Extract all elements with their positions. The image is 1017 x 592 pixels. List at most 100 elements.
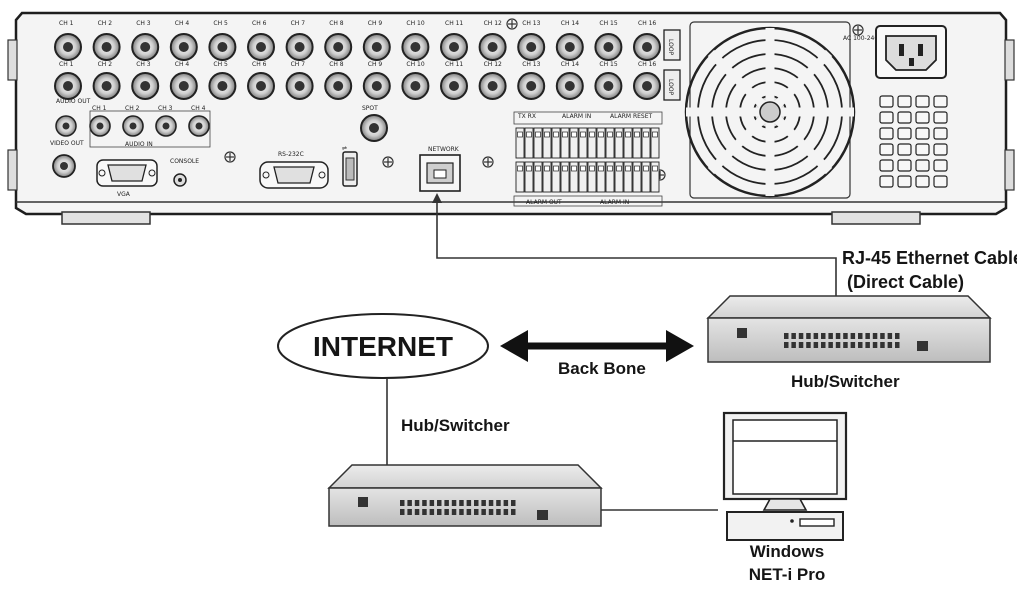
hub-port	[414, 500, 420, 506]
bnc-jack[interactable]	[440, 72, 468, 100]
terminal-screw	[616, 165, 622, 172]
bnc-jack[interactable]	[169, 72, 198, 100]
terminal-slot	[542, 161, 552, 193]
channel-label-bottom: CH 3	[136, 61, 151, 68]
hub-port	[865, 342, 870, 348]
hub-port	[437, 500, 442, 506]
vent-slot	[915, 143, 930, 156]
terminal-screw	[652, 131, 658, 138]
bnc-jack[interactable]	[131, 33, 160, 61]
vent-slot	[897, 95, 912, 108]
hub-port	[813, 342, 819, 348]
pc-label-2: NET-i Pro	[749, 565, 826, 584]
terminal-screw	[589, 131, 595, 138]
bnc-jack[interactable]	[517, 72, 546, 100]
channel-label-bottom: CH 13	[522, 61, 540, 68]
bnc-jack[interactable]	[169, 33, 198, 61]
bnc-jack[interactable]	[362, 72, 391, 100]
bnc-jack[interactable]	[208, 33, 237, 61]
bnc-jack[interactable]	[208, 72, 237, 100]
vent-slot	[897, 143, 912, 156]
bnc-jack[interactable]	[92, 72, 121, 100]
hub-port	[784, 342, 789, 348]
bnc-jack[interactable]	[478, 33, 507, 61]
terminal-slot	[560, 127, 570, 159]
hub-port	[850, 342, 856, 348]
bnc-jack[interactable]	[594, 72, 623, 100]
bnc-jack[interactable]	[594, 33, 623, 61]
terminal-screw	[607, 165, 613, 172]
hub-port	[488, 509, 494, 515]
terminal-slot	[515, 127, 525, 159]
terminal-slot	[650, 127, 660, 159]
network-port[interactable]: NETWORK	[419, 146, 461, 192]
vent-slot	[933, 175, 948, 188]
hub-port	[843, 333, 848, 339]
spot-port[interactable]: SPOT	[360, 105, 388, 142]
hub-right-ports	[784, 333, 900, 348]
bnc-jack[interactable]	[555, 72, 584, 100]
ac-label: AC 100-240V	[843, 35, 883, 42]
usb-icon: ⇌	[342, 145, 347, 152]
bnc-jack[interactable]	[324, 33, 353, 61]
channel-label-top: CH 12	[484, 20, 502, 27]
loop-switch[interactable]: LOOP LOOP	[663, 29, 681, 101]
bnc-jack[interactable]	[54, 33, 82, 61]
bnc-jack[interactable]	[401, 72, 430, 100]
audio-in-jack[interactable]	[89, 115, 111, 137]
channel-label-bottom: CH 4	[175, 61, 190, 68]
bnc-jack[interactable]	[478, 72, 507, 100]
hub-port	[887, 333, 893, 339]
bnc-jack[interactable]	[633, 72, 661, 100]
bnc-jack[interactable]	[555, 33, 584, 61]
channel-label-bottom: CH 12	[484, 61, 502, 68]
rs232c-port[interactable]: RS-232C	[259, 151, 329, 189]
vent-slot	[897, 175, 912, 188]
terminal-screw	[553, 165, 559, 172]
hub-port	[474, 500, 479, 506]
bnc-jack[interactable]	[440, 33, 468, 61]
hub-port	[503, 500, 509, 506]
bnc-jack[interactable]	[247, 33, 275, 61]
windows-pc	[722, 411, 848, 541]
terminal-slot	[569, 161, 579, 193]
bnc-jack[interactable]	[92, 33, 121, 61]
audio-out-label: AUDIO OUT	[56, 98, 91, 105]
hub-port	[451, 509, 457, 515]
bnc-jack[interactable]	[362, 33, 391, 61]
terminal-slot	[614, 161, 624, 193]
hub-port	[784, 333, 789, 339]
bnc-jack[interactable]	[285, 72, 314, 100]
vent-slot	[879, 159, 894, 172]
bnc-jack[interactable]	[247, 72, 275, 100]
audio-in-jack[interactable]	[155, 115, 177, 137]
vent-slot	[933, 95, 948, 108]
hub-port	[429, 500, 435, 506]
bnc-jack[interactable]	[324, 72, 353, 100]
hub-port	[872, 333, 878, 339]
hub-port	[843, 342, 848, 348]
audio-in-jack[interactable]	[188, 115, 210, 137]
hub-port	[422, 500, 427, 506]
vga-port[interactable]: VGA	[96, 159, 158, 198]
terminal-slot	[587, 161, 597, 193]
power-inlet[interactable]: AC 100-240V	[843, 25, 947, 79]
console-port[interactable]: CONSOLE	[170, 158, 199, 187]
bnc-jack[interactable]	[285, 33, 314, 61]
bnc-jack[interactable]	[131, 72, 160, 100]
hub-port	[511, 500, 516, 506]
channel-label-top: CH 7	[291, 20, 306, 27]
audio-in-jack[interactable]	[122, 115, 144, 137]
channel-label-bottom: CH 9	[368, 61, 383, 68]
bnc-jack[interactable]	[517, 33, 546, 61]
terminal-screw	[580, 131, 586, 138]
terminal-screw	[589, 165, 595, 172]
usb-port[interactable]: ⇌	[342, 145, 358, 187]
channel-label-bottom: CH 2	[98, 61, 113, 68]
bnc-jack[interactable]	[54, 72, 82, 100]
bnc-jack[interactable]	[401, 33, 430, 61]
hub-port	[813, 333, 819, 339]
channel-label-top: CH 1	[59, 20, 74, 27]
bnc-jack[interactable]	[633, 33, 661, 61]
